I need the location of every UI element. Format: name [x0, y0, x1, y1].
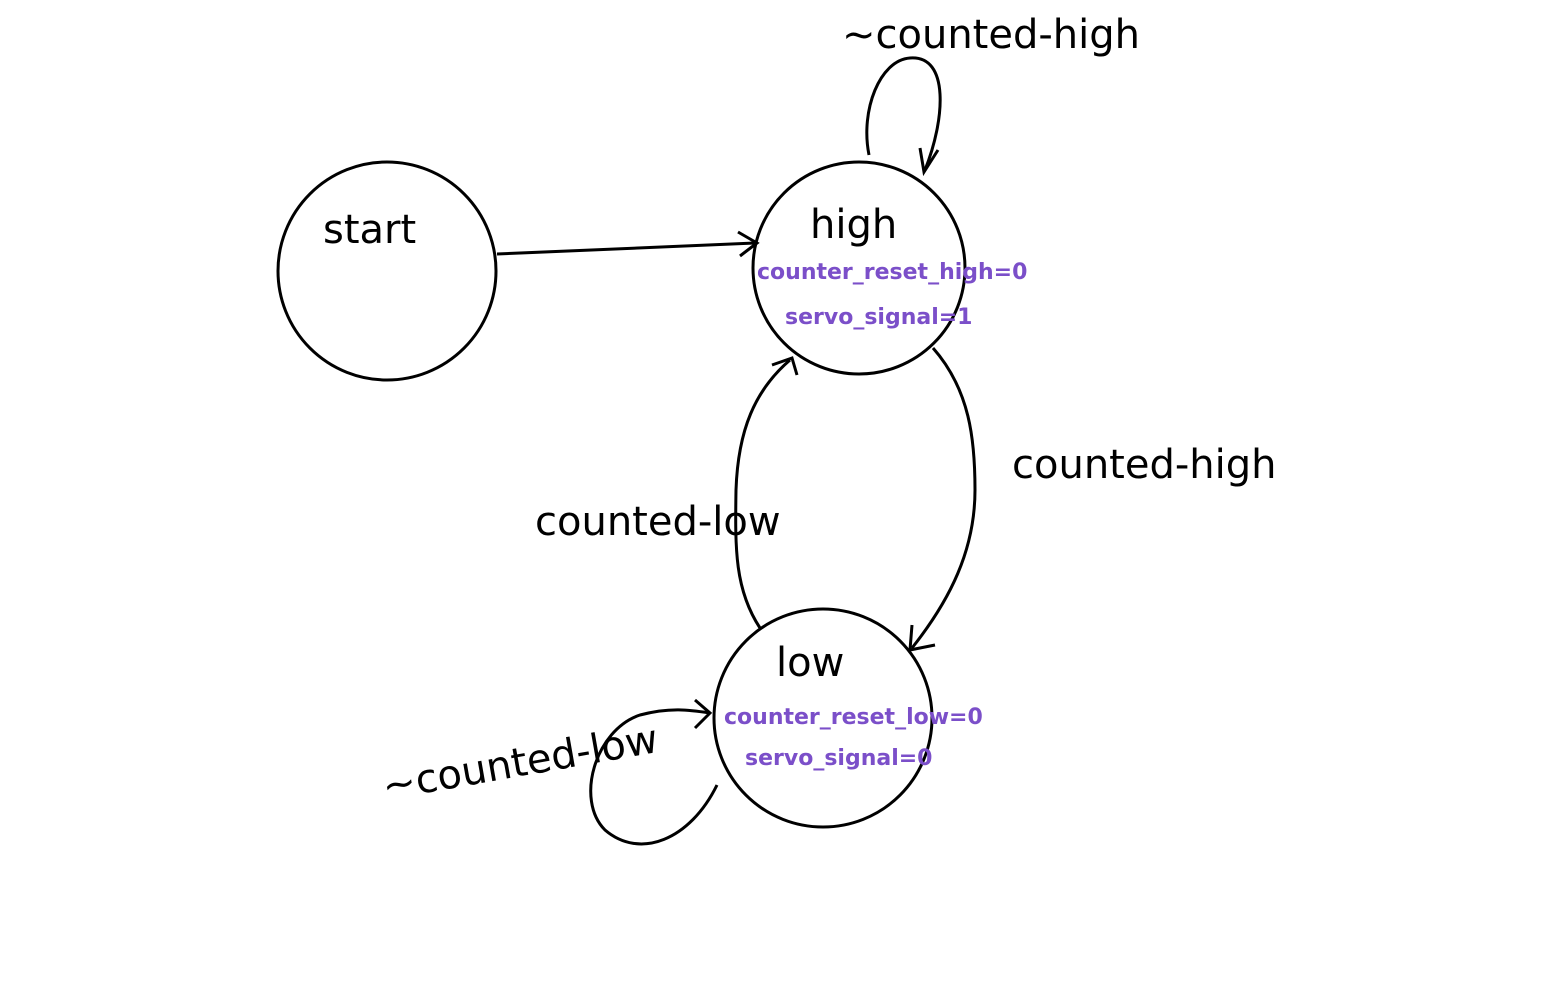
state-start: start: [276, 160, 498, 382]
state-low-action-2: servo_signal=0: [745, 746, 933, 771]
transition-low-to-high: counted-low: [535, 356, 799, 629]
transition-high-to-low-label: counted-high: [1012, 442, 1277, 488]
state-low-label: low: [776, 640, 844, 686]
arrowhead-icon: [693, 698, 713, 730]
transition-start-to-high: [496, 230, 760, 258]
arrow-line: [865, 56, 942, 171]
transition-high-self: ~counted-high: [842, 12, 1140, 177]
transition-high-to-low: counted-high: [908, 347, 1277, 652]
state-high-circle: [751, 160, 967, 376]
arrow-line: [734, 358, 791, 629]
state-low-action-1: counter_reset_low=0: [724, 705, 983, 730]
state-high: high counter_reset_high=0 servo_signal=1: [751, 160, 1027, 376]
state-high-action-2: servo_signal=1: [785, 305, 973, 330]
arrow-line: [589, 708, 719, 846]
state-start-circle: [276, 160, 498, 382]
arrowhead-icon: [918, 147, 940, 177]
arrowhead-icon: [737, 230, 760, 258]
state-high-action-1: counter_reset_high=0: [757, 260, 1027, 285]
arrow-line: [496, 241, 756, 256]
transition-low-self: ~counted-low: [379, 698, 719, 846]
arrowhead-icon: [771, 356, 799, 376]
state-low-circle: [712, 607, 934, 829]
state-high-label: high: [810, 202, 897, 248]
state-low: low counter_reset_low=0 servo_signal=0: [712, 607, 983, 829]
arrow-line: [910, 347, 977, 649]
arrowhead-icon: [908, 624, 936, 652]
transition-low-to-high-label: counted-low: [535, 499, 781, 545]
transition-low-self-label: ~counted-low: [379, 716, 662, 810]
state-start-label: start: [323, 207, 416, 253]
transition-high-self-label: ~counted-high: [842, 12, 1140, 58]
